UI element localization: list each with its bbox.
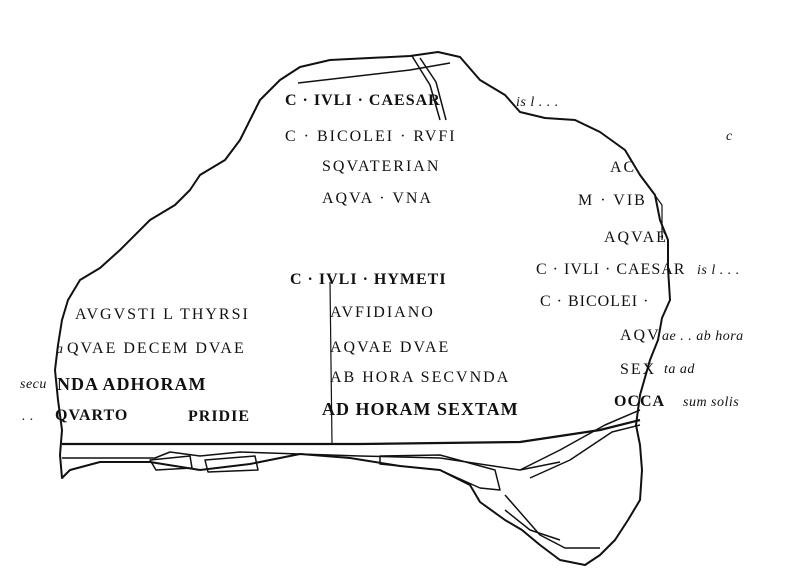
- restoration-text: secu: [20, 377, 47, 392]
- restoration-text: c: [726, 129, 733, 144]
- inscription-line: C · IVLI · CAESAR: [285, 92, 441, 109]
- inscription-line: NDA ADHORAM: [57, 374, 207, 394]
- inscription-line: QVARTO: [55, 407, 129, 424]
- block-3: [379, 454, 501, 491]
- fragment-edge: [54, 51, 671, 566]
- restoration-text: sum solis: [683, 395, 740, 410]
- crack-top-2: [419, 57, 447, 121]
- ledge-top: [62, 418, 641, 446]
- inscription-line: AQV: [620, 327, 661, 344]
- inscription-line: AVFIDIANO: [330, 304, 435, 321]
- inscription-line: AB HORA SECVNDA: [330, 369, 511, 386]
- inscription-line: SQVATERIAN: [322, 158, 441, 175]
- inscription-line: C · BICOLEI ·: [540, 293, 650, 310]
- crack-right: [639, 174, 663, 240]
- restoration-text: is l . . .: [697, 263, 740, 278]
- channel-2: [519, 409, 641, 471]
- inscription-line: AC: [610, 159, 637, 176]
- block-1: [149, 455, 193, 471]
- inscription-line: M · VIB: [578, 192, 647, 209]
- ledge-bottom: [62, 451, 561, 471]
- restoration-text: ae . . ab hora: [662, 329, 744, 344]
- inscription-line: OCCA: [614, 393, 666, 410]
- channel-1: [504, 494, 600, 549]
- inscription-line: AVGVSTI L THYRSI: [75, 306, 250, 323]
- upper-panel-line: [297, 62, 451, 84]
- restoration-text: . .: [22, 409, 34, 424]
- inscription-line: C · IVLI · HYMETI: [290, 271, 447, 288]
- inscription-line: C · BICOLEI · RVFI: [285, 128, 457, 145]
- crack-top: [411, 55, 441, 121]
- crack-center: [329, 281, 333, 445]
- inscription-line: AQVAE: [604, 229, 668, 246]
- channel-4: [504, 509, 561, 541]
- block-2: [204, 455, 259, 473]
- inscription-line: PRIDIE: [188, 408, 251, 425]
- restoration-text: a: [56, 342, 64, 357]
- inscription-line: AQVA · VNA: [322, 190, 433, 207]
- inscription-line: AQVAE DVAE: [330, 339, 451, 356]
- inscription-line: C · IVLI · CAESAR: [536, 261, 686, 278]
- channel-3: [529, 424, 641, 479]
- inscription-line: QVAE DECEM DVAE: [67, 340, 246, 357]
- restoration-text: is l . . .: [516, 95, 559, 110]
- inscription-line: SEX: [620, 361, 657, 378]
- restoration-text: ta ad: [664, 362, 695, 377]
- inscription-line: AD HORAM SEXTAM: [322, 399, 519, 419]
